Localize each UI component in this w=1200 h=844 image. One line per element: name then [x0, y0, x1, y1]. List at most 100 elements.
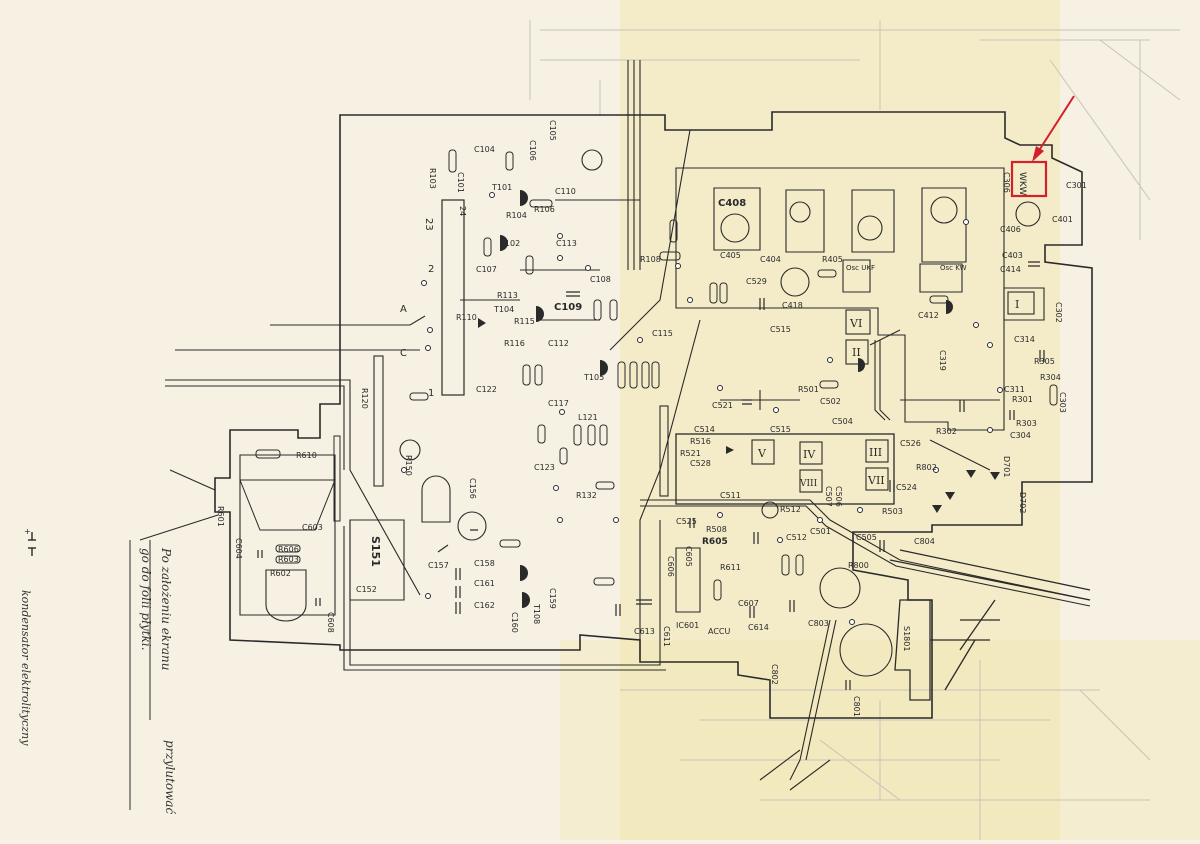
label-c156: C156: [468, 478, 477, 499]
label-c611: C611: [662, 626, 671, 647]
label-c108: C108: [590, 275, 611, 284]
label-c110: C110: [555, 187, 576, 196]
label-c162: C162: [474, 601, 495, 610]
label-c412: C412: [918, 311, 939, 320]
label-r110: R110: [456, 313, 477, 322]
label-c802: C802: [770, 664, 779, 685]
assembly-notes: Po założeniu ekranu go do folii płytki. …: [129, 540, 177, 815]
label-osc-ukf: Osc UKF: [846, 264, 875, 272]
highlight-label: WKW: [1017, 172, 1027, 195]
roman-viii: VIII: [799, 479, 818, 489]
label-c401: C401: [1052, 215, 1073, 224]
connector-strip: [441, 199, 465, 396]
label-r611: R611: [720, 563, 741, 572]
legend-text: kondensator elektrolityczny: [19, 590, 32, 746]
roman-iv: IV: [803, 448, 816, 461]
label-c406: C406: [1000, 225, 1021, 234]
annotation-highlight: WKW: [1010, 95, 1075, 198]
label-l121: L121: [578, 413, 598, 422]
note-side: przylutować: [163, 740, 177, 815]
label-c106: C106: [528, 140, 537, 161]
label-c512: C512: [786, 533, 807, 542]
label-r106: R106: [534, 205, 555, 214]
resistors: [255, 149, 1058, 601]
label-c107: C107: [476, 265, 497, 274]
label-nc: C: [400, 348, 407, 359]
label-t101: T101: [491, 183, 512, 192]
label-r503: R503: [882, 507, 903, 516]
label-r132: R132: [576, 491, 597, 500]
label-r602: R602: [270, 569, 291, 578]
paper-stain: [620, 0, 1060, 840]
label-c521: C521: [712, 401, 733, 410]
label-r108: R108: [640, 255, 661, 264]
label-c804: C804: [914, 537, 935, 546]
label-r603: R603: [278, 555, 299, 564]
note-line-2: go do folii płytki.: [139, 548, 153, 651]
label-s151: S151: [369, 536, 382, 567]
traces: [139, 60, 1091, 791]
transistor-symbols: [500, 190, 953, 608]
label-c109: C109: [554, 302, 582, 313]
svg-text:+: +: [24, 527, 31, 536]
label-c528: C528: [690, 459, 711, 468]
label-c502: C502: [820, 397, 841, 406]
label-n2: 2: [428, 264, 434, 275]
label-s1801: S1801: [902, 626, 911, 651]
label-c613: C613: [634, 627, 655, 636]
ferrite-bar-outline: [373, 355, 384, 487]
shield-bar: [659, 405, 669, 497]
label-r610: R610: [296, 451, 317, 460]
label-c152: C152: [356, 585, 377, 594]
component-labels: C104 R103 C106 C105 C101 T101 C110 R104 …: [216, 120, 1087, 717]
label-c105: C105: [548, 120, 557, 141]
electrolytic-capacitor-icon: +: [24, 527, 36, 556]
label-t105: T105: [583, 373, 604, 382]
label-c311: C311: [1004, 385, 1025, 394]
label-r802: R802: [916, 463, 937, 472]
label-r601: R601: [216, 506, 225, 527]
label-c524: C524: [896, 483, 917, 492]
label-r120: R120: [360, 388, 369, 409]
switch-contact-boxes: [751, 291, 1035, 493]
label-n1: 1: [428, 388, 434, 399]
label-r104: R104: [506, 211, 527, 220]
label-c404: C404: [760, 255, 781, 264]
label-r512: R512: [780, 505, 801, 514]
roman-i: I: [1015, 298, 1019, 311]
label-c515: C515: [770, 325, 791, 334]
label-c418: C418: [782, 301, 803, 310]
switch-panel-outline: [675, 433, 895, 505]
label-r606: R606: [278, 545, 299, 554]
rf-section-outline: [675, 167, 1005, 431]
label-ic601: IC601: [676, 621, 699, 630]
label-c801: C801: [852, 696, 861, 717]
coil-boxes: [239, 187, 1045, 616]
highlight-box: [1010, 160, 1048, 198]
label-r103: R103: [428, 168, 437, 189]
label-n24: 24: [458, 206, 467, 216]
roman-v: V: [757, 447, 767, 460]
label-c158: C158: [474, 559, 495, 568]
label-c302: C302: [1054, 302, 1063, 323]
show-through-lines: [529, 20, 1181, 840]
label-c614: C614: [748, 623, 769, 632]
shield-bar-left: [333, 435, 341, 522]
label-c605: C605: [684, 546, 693, 567]
external-leads: [889, 549, 1091, 701]
diodes: [478, 318, 1000, 513]
label-c304: C304: [1010, 431, 1031, 440]
label-c157: C157: [428, 561, 449, 570]
label-c122: C122: [476, 385, 497, 394]
label-accu: ACCU: [708, 627, 731, 636]
label-c306: C306: [1002, 172, 1011, 193]
label-r113: R113: [497, 291, 518, 300]
label-c507: C507: [824, 486, 833, 507]
label-r800: R800: [848, 561, 869, 570]
component-circles: [399, 149, 1041, 677]
label-c123: C123: [534, 463, 555, 472]
roman-vi: VI: [849, 317, 862, 330]
label-r301: R301: [1012, 395, 1033, 404]
label-c405: C405: [720, 251, 741, 260]
